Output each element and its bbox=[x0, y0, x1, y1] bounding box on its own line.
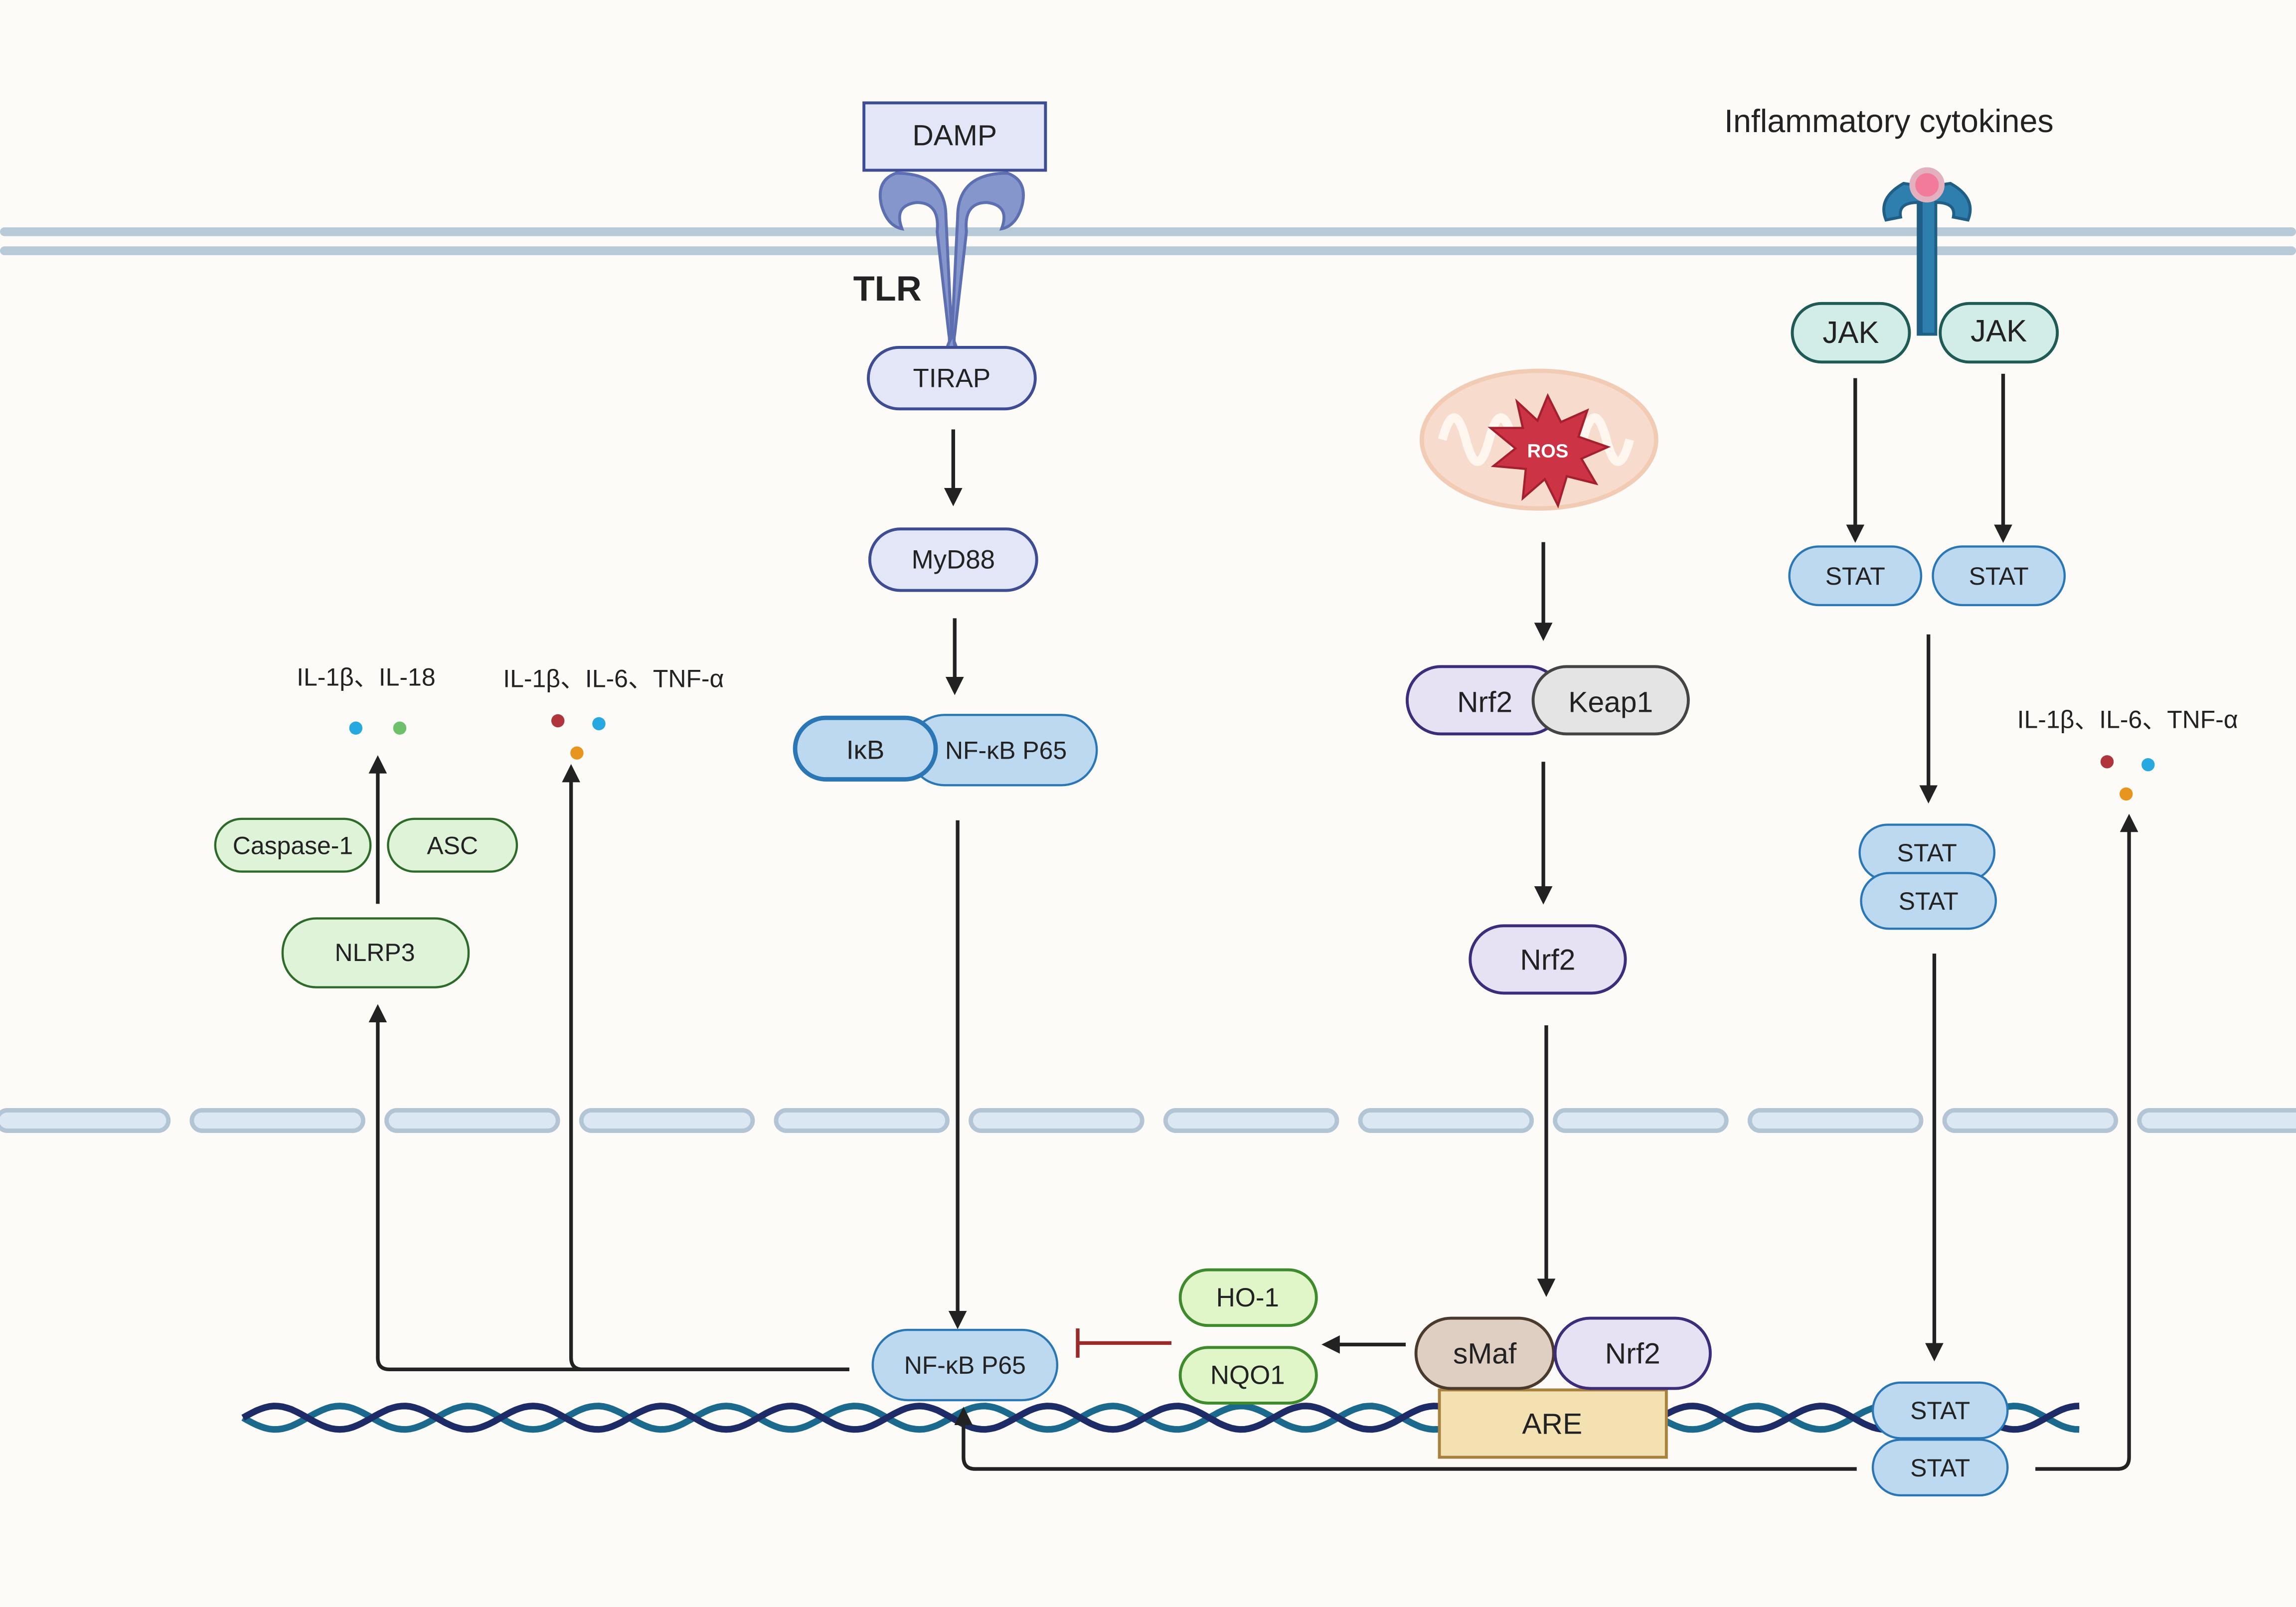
nrf2-cytoplasmic-node bbox=[1469, 924, 1627, 995]
arrow-nfkb-cytokines bbox=[562, 764, 849, 1372]
nuclear-membrane-segment bbox=[384, 1108, 560, 1133]
myd88-node bbox=[868, 527, 1038, 592]
nuclear-membrane-segment bbox=[1163, 1108, 1339, 1133]
nrf2-nuclear-node bbox=[1553, 1316, 1712, 1390]
nqo1-node bbox=[1178, 1346, 1318, 1405]
caspase1-label: Caspase-1 bbox=[233, 831, 353, 859]
jak-right-node bbox=[1939, 302, 2059, 364]
nuclear-membrane-segment bbox=[969, 1108, 1145, 1133]
nrf2-nuclear-label: Nrf2 bbox=[1605, 1338, 1660, 1370]
cytokine-dot bbox=[2100, 755, 2114, 769]
dna-helix bbox=[241, 1403, 2080, 1433]
inhibition-ho1-nfkb bbox=[1076, 1328, 1171, 1358]
damp-box bbox=[862, 101, 1047, 172]
nlrp3-node bbox=[281, 917, 470, 988]
stat-left-node bbox=[1788, 545, 1923, 607]
nuclear-membrane-segment bbox=[1747, 1108, 1924, 1133]
stat-left-label: STAT bbox=[1825, 562, 1885, 590]
keap1-node bbox=[1531, 665, 1690, 736]
dna-strand bbox=[241, 1403, 2080, 1433]
arrows bbox=[368, 373, 2138, 1471]
cytokine-dot bbox=[349, 721, 363, 735]
asc-label: ASC bbox=[427, 831, 478, 859]
cytokine-dot bbox=[2120, 787, 2133, 801]
caspase1-node bbox=[214, 817, 372, 873]
are-label: ARE bbox=[1522, 1408, 1582, 1441]
tlr-label: TLR bbox=[853, 269, 922, 308]
cytokine-dot bbox=[2141, 758, 2155, 772]
keap1-label: Keap1 bbox=[1568, 686, 1653, 718]
stat-dimer-top-label: STAT bbox=[1897, 839, 1957, 867]
nuclear-membrane-segment bbox=[0, 1108, 171, 1133]
nuclear-membrane-segment bbox=[189, 1108, 365, 1133]
cytokine-receptor bbox=[1882, 167, 1972, 336]
nlrp3-label: NLRP3 bbox=[335, 939, 415, 966]
nfkb-nuclear-node bbox=[871, 1328, 1059, 1402]
nuclear-membrane-segment bbox=[1553, 1108, 1729, 1133]
asc-node bbox=[387, 817, 518, 873]
ros-label: ROS bbox=[1527, 440, 1569, 462]
nfkb-nuclear-label: NF-κB P65 bbox=[904, 1351, 1026, 1379]
cytokine-dot bbox=[393, 721, 407, 735]
are-box bbox=[1438, 1388, 1668, 1459]
stat-nuclear-top-node bbox=[1871, 1381, 2009, 1440]
tirap-node bbox=[867, 346, 1037, 411]
arrow-stat-cytokines bbox=[2035, 813, 2138, 1471]
stat-right-label: STAT bbox=[1969, 562, 2029, 590]
nrf2-cytoplasmic-label: Nrf2 bbox=[1520, 944, 1575, 976]
nqo1-label: NQO1 bbox=[1210, 1361, 1285, 1390]
dna-strand bbox=[241, 1403, 2080, 1433]
cytokine-dot bbox=[551, 714, 565, 728]
tlr-receptor bbox=[878, 171, 1025, 362]
arrow-stat-nfkb bbox=[954, 1407, 1857, 1471]
stat-dimer-bottom-node bbox=[1860, 872, 1997, 930]
stat-nuclear-top-label: STAT bbox=[1910, 1397, 1970, 1425]
nuclear-membrane-segment bbox=[579, 1108, 755, 1133]
ikb-node bbox=[793, 715, 938, 782]
stat-right-node bbox=[1932, 545, 2066, 607]
cytokine-dot bbox=[592, 717, 606, 731]
jak-left-label: JAK bbox=[1822, 316, 1879, 350]
stat-nuclear-bottom-label: STAT bbox=[1910, 1454, 1970, 1482]
nfkb-cytoplasmic-label: NF-κB P65 bbox=[945, 736, 1067, 764]
tirap-label: TIRAP bbox=[913, 363, 991, 393]
myd88-label: MyD88 bbox=[912, 545, 995, 575]
damp-label: DAMP bbox=[912, 120, 997, 152]
nrf2-keap1-nrf2-label: Nrf2 bbox=[1457, 686, 1512, 718]
arrow-nfkb-nlrp3 bbox=[368, 1004, 849, 1372]
stat-dimer-bottom-label: STAT bbox=[1899, 887, 1959, 915]
cytokines-nfkb-label: IL-1β、IL-6、TNF-α bbox=[503, 664, 724, 692]
nuclear-membrane bbox=[0, 1108, 2296, 1133]
plasma-membrane bbox=[0, 227, 2296, 255]
inflammatory-cytokines-label: Inflammatory cytokines bbox=[1724, 103, 2054, 139]
jak-right-label: JAK bbox=[1970, 314, 2027, 348]
ikb-label: IκB bbox=[846, 735, 884, 765]
cytokines-nlrp3-label: IL-1β、IL-18 bbox=[297, 663, 435, 691]
nuclear-membrane-segment bbox=[774, 1108, 950, 1133]
nuclear-membrane-segment bbox=[1942, 1108, 2119, 1133]
ros-star: ROS bbox=[1487, 393, 1611, 509]
nuclear-membrane-segment bbox=[1358, 1108, 1534, 1133]
smaf-label: sMaf bbox=[1453, 1338, 1517, 1370]
jak-left-node bbox=[1791, 302, 1911, 364]
cytokine-dot bbox=[570, 746, 584, 760]
stat-nuclear-bottom-node bbox=[1871, 1439, 2009, 1497]
nuclear-membrane-segment bbox=[2137, 1108, 2296, 1133]
ho1-label: HO-1 bbox=[1216, 1283, 1279, 1312]
ho1-node bbox=[1178, 1268, 1318, 1327]
cytokines-stat-label: IL-1β、IL-6、TNF-α bbox=[2017, 706, 2238, 734]
